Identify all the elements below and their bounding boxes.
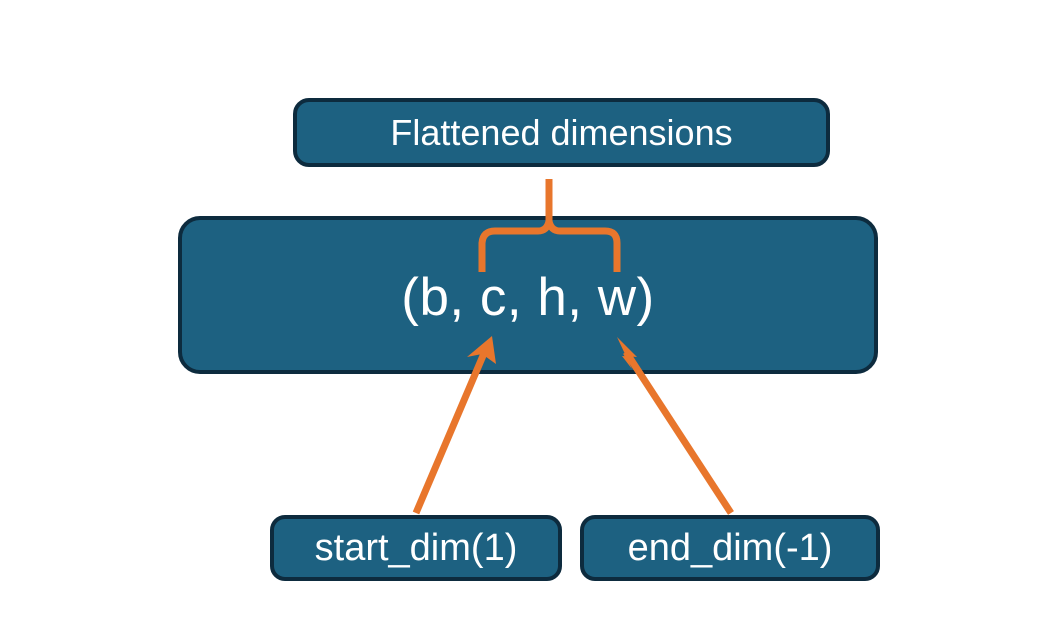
node-start-dim-label: start_dim(1) bbox=[314, 527, 518, 569]
node-end-dim-label: end_dim(-1) bbox=[627, 527, 833, 569]
node-flattened-dimensions[interactable]: Flattened dimensions bbox=[293, 98, 830, 167]
node-start-dim[interactable]: start_dim(1) bbox=[270, 515, 562, 581]
node-tensor-shape[interactable]: (b, c, h, w) bbox=[178, 216, 878, 374]
node-end-dim[interactable]: end_dim(-1) bbox=[580, 515, 880, 581]
node-flattened-dimensions-label: Flattened dimensions bbox=[390, 111, 733, 153]
end-dim-arrow-shaft bbox=[623, 350, 734, 515]
start-dim-arrow-shaft bbox=[412, 349, 489, 515]
node-tensor-shape-label: (b, c, h, w) bbox=[401, 267, 655, 327]
